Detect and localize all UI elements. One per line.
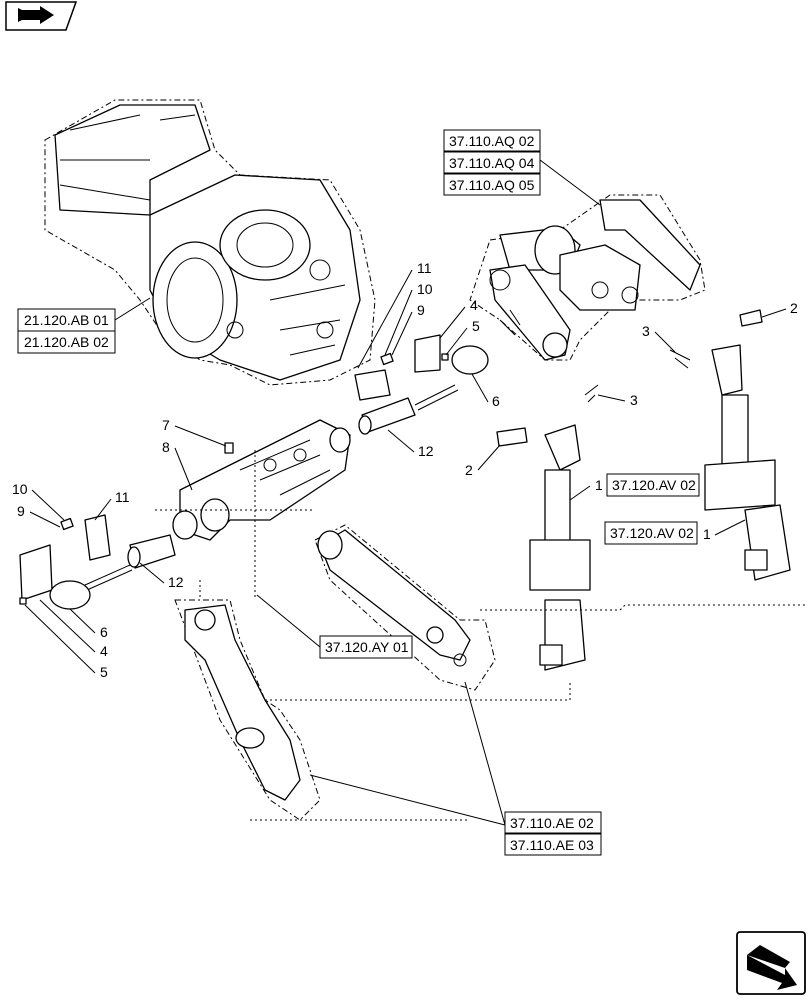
middle-lift-rod (496, 384, 599, 671)
svg-text:9: 9 (17, 503, 25, 519)
ref-37-120-av-02-right[interactable]: 37.120.AV 02 (604, 521, 698, 545)
right-lift-rod (669, 309, 791, 581)
svg-text:5: 5 (472, 318, 480, 334)
right-lower-link (314, 524, 496, 691)
svg-text:5: 5 (100, 664, 108, 680)
ref-37-110-ae-02[interactable]: 37.110.AE 02 (504, 811, 602, 834)
callout-12-top: 12 (387, 429, 434, 459)
callout-8: 8 (162, 439, 193, 491)
svg-text:8: 8 (162, 439, 170, 455)
callout-5-left: 5 (24, 604, 108, 680)
callout-4-top: 4 (439, 297, 478, 339)
svg-text:21.120.AB 02: 21.120.AB 02 (24, 334, 109, 350)
ref-21-120-ab-01[interactable]: 21.120.AB 01 (17, 308, 116, 332)
lower-pin-assembly (19, 514, 176, 610)
callout-9-top: 9 (391, 302, 425, 356)
svg-text:37.110.AQ 05: 37.110.AQ 05 (449, 177, 535, 193)
transmission-housing (44, 99, 376, 386)
callout-7: 7 (162, 417, 227, 447)
svg-text:10: 10 (417, 281, 433, 297)
ref-37-110-aq-02[interactable]: 37.110.AQ 02 (443, 129, 541, 152)
svg-text:2: 2 (790, 300, 798, 316)
svg-text:11: 11 (115, 489, 130, 505)
svg-text:37.110.AE 03: 37.110.AE 03 (510, 837, 594, 853)
ref-37-110-ae-03[interactable]: 37.110.AE 03 (504, 833, 602, 856)
ref-21-120-ab-02[interactable]: 21.120.AB 02 (17, 330, 116, 354)
callout-3-right: 3 (642, 323, 676, 353)
svg-text:4: 4 (100, 643, 108, 659)
callout-11-left: 11 (94, 489, 130, 521)
svg-text:2: 2 (465, 462, 473, 478)
callout-1-mid: 1 (569, 477, 603, 501)
callout-3-mid: 3 (597, 392, 638, 408)
svg-text:37.110.AQ 04: 37.110.AQ 04 (449, 155, 535, 171)
left-lower-link (174, 599, 321, 821)
svg-text:37.110.AE 02: 37.110.AE 02 (510, 815, 594, 831)
svg-text:1: 1 (595, 477, 603, 493)
drawbar-support (172, 419, 351, 541)
svg-text:7: 7 (162, 417, 170, 433)
callout-12-left: 12 (139, 562, 184, 590)
callout-1-right: 1 (703, 519, 746, 542)
svg-text:12: 12 (418, 443, 434, 459)
callout-9-left: 9 (17, 503, 61, 528)
svg-text:3: 3 (630, 392, 638, 408)
svg-text:37.120.AV 02: 37.120.AV 02 (612, 477, 696, 493)
callout-6-top: 6 (471, 373, 500, 409)
svg-text:37.120.AY 01: 37.120.AY 01 (325, 639, 409, 655)
svg-text:37.110.AQ 02: 37.110.AQ 02 (449, 133, 535, 149)
svg-text:21.120.AB 01: 21.120.AB 01 (24, 312, 109, 328)
callout-2-right: 2 (761, 300, 798, 318)
callout-11-top: 11 (357, 260, 432, 369)
svg-text:4: 4 (470, 297, 478, 313)
svg-text:9: 9 (417, 302, 425, 318)
next-page-arrow-icon[interactable] (736, 931, 806, 995)
svg-text:10: 10 (12, 481, 28, 497)
callout-5-top: 5 (445, 318, 480, 356)
ref-37-120-av-02-middle[interactable]: 37.120.AV 02 (606, 473, 700, 497)
svg-text:3: 3 (642, 323, 650, 339)
svg-text:1: 1 (703, 526, 711, 542)
svg-text:12: 12 (168, 574, 184, 590)
svg-text:37.120.AV 02: 37.120.AV 02 (610, 525, 694, 541)
svg-text:6: 6 (100, 624, 108, 640)
callout-6-left: 6 (69, 608, 108, 640)
upper-pin-assembly (354, 334, 489, 435)
book-arrow-icon[interactable] (5, 1, 78, 31)
ref-37-120-ay-01[interactable]: 37.120.AY 01 (319, 635, 413, 659)
callout-4-left: 4 (39, 599, 108, 659)
callout-10-left: 10 (12, 481, 65, 521)
callout-10-top: 10 (384, 281, 433, 356)
callout-2-mid: 2 (465, 444, 501, 478)
lift-arm-assembly (469, 194, 706, 361)
svg-text:6: 6 (492, 393, 500, 409)
ref-37-110-aq-04[interactable]: 37.110.AQ 04 (443, 151, 541, 174)
ref-37-110-aq-05[interactable]: 37.110.AQ 05 (443, 173, 541, 196)
svg-text:11: 11 (417, 260, 432, 276)
